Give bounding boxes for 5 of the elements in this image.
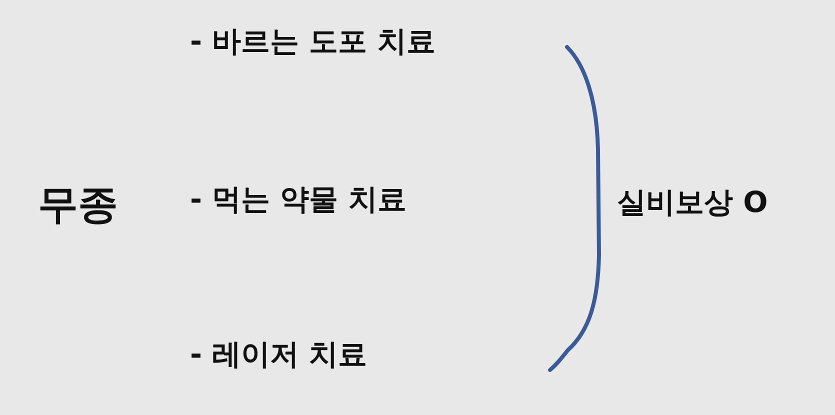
heading-text: 무종 bbox=[38, 185, 118, 225]
list-item-text: - 레이저 치료 bbox=[190, 340, 368, 369]
list-item-text: - 먹는 약물 치료 bbox=[190, 185, 406, 214]
result-text: 실비보상 O bbox=[617, 188, 768, 217]
list-item-text: - 바르는 도포 치료 bbox=[190, 27, 436, 56]
